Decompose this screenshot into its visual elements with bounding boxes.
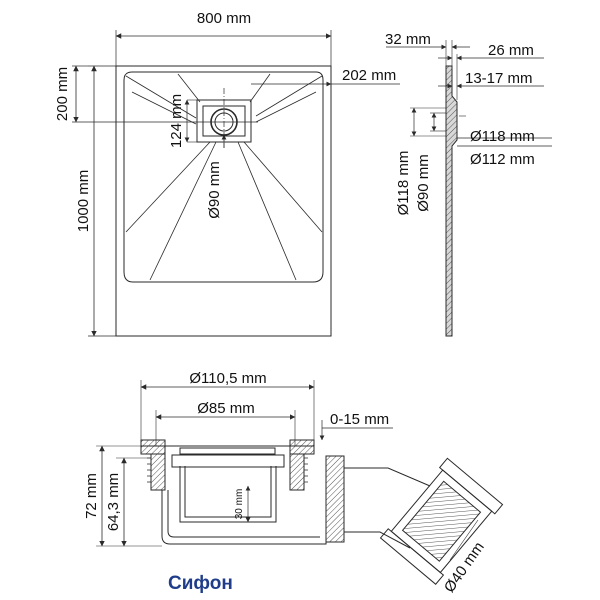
siphon-section — [96, 380, 503, 584]
slope-label: 13-17 mm — [465, 70, 533, 87]
drain-hole-label: Ø90 mm — [206, 161, 223, 219]
siphon-cup — [172, 455, 284, 467]
height-72-label: 72 mm — [83, 473, 100, 519]
siphon-flange-left — [141, 440, 165, 454]
siphon-caption: Сифон — [168, 573, 233, 594]
thickness-32-label: 32 mm — [385, 31, 431, 48]
adjust-label: 0-15 mm — [330, 411, 389, 428]
siphon-bell — [180, 466, 276, 522]
drain-box-label: 124 mm — [168, 94, 185, 148]
side-offset-label: 202 mm — [342, 67, 396, 84]
width-label: 800 mm — [197, 10, 251, 27]
body-diameter-label: Ø85 mm — [197, 400, 255, 417]
length-label: 1000 mm — [75, 170, 92, 233]
tray-side-labels: 32 mm 26 mm 13-17 mm Ø118 mm Ø112 mm Ø11… — [385, 31, 535, 215]
siphon-outlet-nut — [326, 456, 344, 542]
hole-118-label: Ø118 mm — [395, 151, 412, 216]
thickness-26-label: 26 mm — [488, 42, 534, 59]
inner-diameter-label: Ø112 mm — [470, 151, 535, 168]
hole-90-label: Ø90 mm — [415, 154, 432, 212]
water-seal-label: 30 mm — [234, 489, 245, 520]
tray-top-labels: 800 mm 1000 mm 200 mm 202 mm 124 mm Ø90 … — [54, 10, 396, 232]
outer-diameter-label: Ø118 mm — [470, 128, 535, 145]
siphon-flange-right — [290, 440, 314, 454]
height-64-label: 64,3 mm — [105, 473, 122, 531]
drain-offset-label: 200 mm — [54, 67, 71, 121]
flange-diameter-label: Ø110,5 mm — [189, 370, 266, 387]
